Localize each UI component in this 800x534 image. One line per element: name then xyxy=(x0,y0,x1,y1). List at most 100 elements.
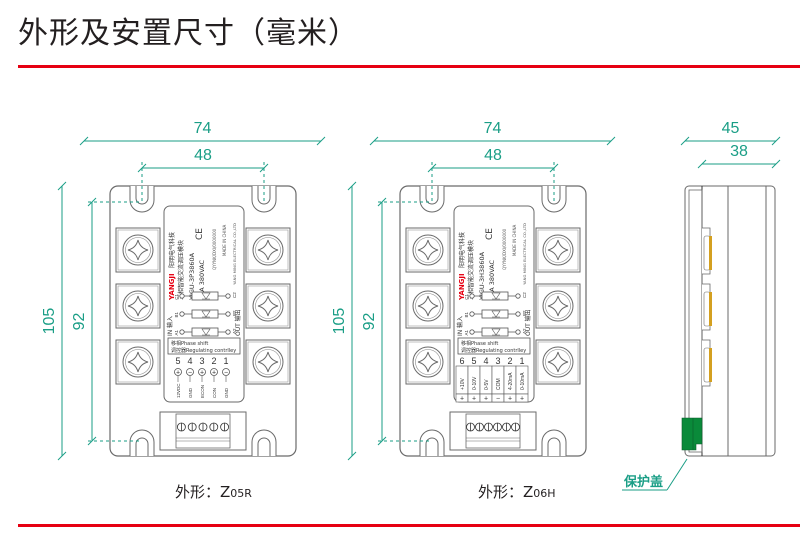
output-terminal-dot xyxy=(515,329,521,335)
control-terminal-name: 4-20mA xyxy=(508,372,514,390)
dimension-tick xyxy=(377,197,387,207)
screw-ring xyxy=(545,237,571,263)
screw-ring xyxy=(545,349,571,375)
control-terminal-name: GND xyxy=(188,387,193,398)
company-en: YANG MING ELECTRICAL CO.,LTD xyxy=(232,223,237,285)
phillips-cross-icon xyxy=(127,239,149,261)
control-terminal-number: 3 xyxy=(199,356,204,366)
screw-terminal xyxy=(245,283,291,329)
control-terminal-cell xyxy=(515,393,529,403)
polarity-sign: + xyxy=(472,396,476,403)
input-terminal-label: C1 xyxy=(174,294,179,300)
polarity-sign: − xyxy=(188,370,192,377)
width-outer-dimension-label: 74 xyxy=(194,120,212,137)
output-terminal-dot xyxy=(515,293,521,299)
control-terminal-name: CON xyxy=(212,388,217,398)
protective-cover xyxy=(681,417,703,451)
control-terminal-name: 0-10mA xyxy=(520,372,526,390)
input-terminal-label: B1 xyxy=(174,312,179,318)
thyristor-icon xyxy=(491,328,501,336)
screw-ring xyxy=(415,293,441,319)
polarity-sign: + xyxy=(460,396,464,403)
control-terminal-number: 4 xyxy=(483,356,488,366)
terminal-inner xyxy=(407,285,449,327)
dimension-tick xyxy=(347,181,357,191)
mounting-slot xyxy=(419,429,445,456)
product-cn: 三相智能交流调压模块 xyxy=(467,240,475,300)
dimension-tick xyxy=(87,436,97,446)
mounting-slot-inner xyxy=(547,437,561,456)
control-terminal-number: 2 xyxy=(211,356,216,366)
output-terminal-label: A2 xyxy=(522,328,527,334)
output-terminal-dot xyxy=(225,293,231,299)
control-terminal-name: 0-5V xyxy=(484,379,490,390)
thyristor-block xyxy=(481,309,509,319)
mounting-slot-inner xyxy=(257,186,271,205)
control-terminal-name: COM xyxy=(496,378,502,390)
terminal-inner xyxy=(117,285,159,327)
screw-terminal xyxy=(405,227,451,273)
polarity-sign: + xyxy=(212,370,216,377)
control-terminal-number: 2 xyxy=(507,356,512,366)
regulating-text: 调控器Regulating contrlley xyxy=(461,347,526,354)
control-connector xyxy=(449,411,537,451)
control-terminal-symbol xyxy=(210,368,218,376)
screw-ring xyxy=(415,237,441,263)
terminal-inner xyxy=(537,341,579,383)
phillips-cross-icon xyxy=(547,295,569,317)
screw-ring xyxy=(415,349,441,375)
input-terminal-label: B1 xyxy=(464,312,469,318)
polarity-sign: + xyxy=(520,396,524,403)
phillips-cross-icon xyxy=(257,295,279,317)
screw-ring xyxy=(125,349,151,375)
phillips-cross-icon xyxy=(257,239,279,261)
company-en: YANG MING ELECTRICAL CO.,LTD xyxy=(522,223,527,285)
side-terminal-gold xyxy=(709,348,712,382)
brand-name: YANGJI xyxy=(458,273,466,301)
terminal-inner xyxy=(407,341,449,383)
control-terminal-number: 1 xyxy=(519,356,524,366)
mounting-slot-inner xyxy=(425,437,439,456)
screw-ring xyxy=(125,293,151,319)
dimension-tick xyxy=(316,136,326,146)
phase-shift-box xyxy=(457,337,531,355)
screw-terminal xyxy=(245,339,291,385)
page-title: 外形及安置尺寸（毫米） xyxy=(18,16,359,51)
made-in: MADE IN CHINA xyxy=(512,225,517,256)
depth-outer-dimension-label: 45 xyxy=(722,120,740,137)
screw-ring xyxy=(125,237,151,263)
ce-mark: CE xyxy=(195,228,205,240)
screw-ring xyxy=(255,349,281,375)
callout-leader xyxy=(666,458,688,491)
thyristor-icon xyxy=(201,310,211,318)
terminal-inner xyxy=(407,229,449,271)
screw-terminal xyxy=(405,339,451,385)
dimension-tick xyxy=(697,159,707,169)
output-terminal-dot xyxy=(515,311,521,317)
input-terminal-label: A1 xyxy=(464,330,469,336)
mounting-slot xyxy=(251,429,277,456)
side-terminal-gold xyxy=(709,292,712,326)
thyristor-icon xyxy=(201,328,211,336)
mounting-slot-inner xyxy=(135,186,149,205)
dimension-tick xyxy=(57,451,67,461)
output-terminal-label: A2 xyxy=(232,328,237,334)
thyristor-block xyxy=(191,291,219,301)
input-terminal-label: A1 xyxy=(174,330,179,336)
phillips-cross-icon xyxy=(127,295,149,317)
control-terminal-name: 12VDC xyxy=(176,383,181,398)
terminal-inner xyxy=(247,285,289,327)
mounting-slot xyxy=(129,429,155,456)
screw-ring xyxy=(545,293,571,319)
in-label: IN 输入 xyxy=(456,316,464,336)
thyristor-block xyxy=(481,291,509,301)
output-terminal-dot xyxy=(225,311,231,317)
control-terminal-number: 6 xyxy=(459,356,464,366)
terminal-inner xyxy=(117,229,159,271)
mounting-slot-inner xyxy=(547,186,561,205)
screw-terminal xyxy=(535,227,581,273)
dimension-tick xyxy=(347,451,357,461)
screw-terminal xyxy=(115,227,161,273)
caption-model: Z xyxy=(220,483,231,501)
